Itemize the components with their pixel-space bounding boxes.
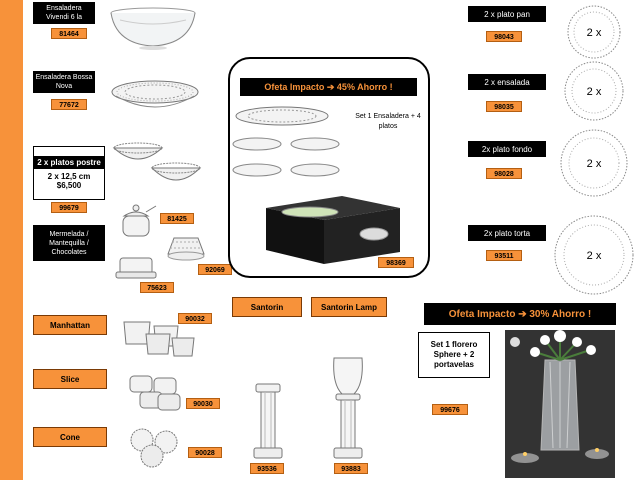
label-text: 2 x ensalada xyxy=(484,77,530,87)
code-98035: 98035 xyxy=(486,101,522,112)
promo-center-description: Set 1 Ensaladera + 4 platos xyxy=(355,113,421,130)
label-platos-postre: 2 x platos postre 2 x 12,5 cm $6,500 xyxy=(33,146,105,200)
label-text: 2x plato torta xyxy=(483,228,531,238)
label-text: 2 x platos postre xyxy=(34,156,104,169)
gift-box-image xyxy=(266,196,400,264)
label-mermelada: Mermelada / Mantequilla / Chocolates xyxy=(33,225,105,261)
promo-plates-image xyxy=(232,106,340,177)
label-plato-torta: 2x plato torta xyxy=(468,225,546,241)
code-90030: 90030 xyxy=(186,398,220,409)
code-93511: 93511 xyxy=(486,250,522,261)
plate-ensalada-image: 2 x xyxy=(564,61,624,121)
plate-torta-image: 2 x xyxy=(554,215,634,295)
plate-fondo-image: 2 x xyxy=(560,129,628,197)
small-bowls-image xyxy=(112,142,202,181)
promo-right-description-box: Set 1 florero Sphere + 2 portavelas xyxy=(418,332,490,378)
promo-title-text: Ofeta Impacto ➔ 45% Ahorro ! xyxy=(264,81,393,92)
label-text: 2 x plato pan xyxy=(484,9,530,19)
label-text: 2x plato fondo xyxy=(481,144,533,154)
series-manhattan: Manhattan xyxy=(33,315,107,335)
santorin-lamp-image xyxy=(333,357,363,459)
bowl-vivendi-image xyxy=(110,7,196,50)
code-81425: 81425 xyxy=(160,213,194,224)
label-plato-fondo: 2x plato fondo xyxy=(468,141,546,157)
code-99676: 99676 xyxy=(432,404,468,415)
promo-center-title: Ofeta Impacto ➔ 45% Ahorro ! xyxy=(240,78,417,96)
promo-description-text: Set 1 florero Sphere + 2 portavelas xyxy=(430,340,478,369)
jam-pot-image xyxy=(122,204,157,237)
series-label: Manhattan xyxy=(50,320,90,330)
label-text: Ensaladera Vivendi 6 la xyxy=(45,5,83,21)
qty-text: 2 x xyxy=(587,158,602,170)
code-92069: 92069 xyxy=(198,264,232,275)
code-90028: 90028 xyxy=(188,447,222,458)
butter-dish-image xyxy=(115,257,157,279)
slice-votives-image xyxy=(129,375,181,411)
code-81464: 81464 xyxy=(51,28,87,39)
code-93883: 93883 xyxy=(334,463,368,474)
label-ensaladera-bossa-nova: Ensaladera Bossa Nova xyxy=(33,71,95,93)
code-75623: 75623 xyxy=(140,282,174,293)
promo-title-text: Ofeta Impacto ➔ 30% Ahorro ! xyxy=(448,308,592,320)
code-98043: 98043 xyxy=(486,31,522,42)
series-slice: Slice xyxy=(33,369,107,389)
manhattan-votives-image xyxy=(123,321,195,357)
series-label: Santorin xyxy=(250,302,284,312)
code-77672: 77672 xyxy=(51,99,87,110)
qty-text: 2 x xyxy=(587,250,602,262)
series-cone: Cone xyxy=(33,427,107,447)
series-santorin: Santorin xyxy=(232,297,302,317)
vase-and-candles-image xyxy=(505,330,615,478)
label-ensalada: 2 x ensalada xyxy=(468,74,546,90)
size-text: 2 x 12,5 cm xyxy=(47,172,91,181)
series-label: Santorin Lamp xyxy=(320,302,377,312)
code-93536: 93536 xyxy=(250,463,284,474)
santorin-candleholder-image xyxy=(253,383,283,459)
label-plato-pan: 2 x plato pan xyxy=(468,6,546,22)
promo-right-title: Ofeta Impacto ➔ 30% Ahorro ! xyxy=(424,303,616,325)
series-santorin-lamp: Santorin Lamp xyxy=(311,297,387,317)
chocolate-dish-image xyxy=(167,237,205,261)
plate-pan-image: 2 x xyxy=(567,5,621,59)
code-98369: 98369 xyxy=(378,257,414,268)
label-ensaladera-vivendi: Ensaladera Vivendi 6 la xyxy=(33,2,95,24)
price-text: $6,500 xyxy=(56,181,82,190)
series-label: Cone xyxy=(60,432,80,442)
bowl-bossa-nova-image xyxy=(111,80,199,108)
qty-text: 2 x xyxy=(587,86,602,98)
code-90032: 90032 xyxy=(178,313,212,324)
code-98028: 98028 xyxy=(486,168,522,179)
series-label: Slice xyxy=(60,374,80,384)
label-text: Mermelada / Mantequilla / Chocolates xyxy=(49,230,89,256)
label-text: Ensaladera Bossa Nova xyxy=(35,74,93,90)
cone-votives-image xyxy=(130,428,178,468)
left-accent-bar xyxy=(0,0,23,480)
qty-text: 2 x xyxy=(587,27,602,39)
code-99679: 99679 xyxy=(51,202,87,213)
